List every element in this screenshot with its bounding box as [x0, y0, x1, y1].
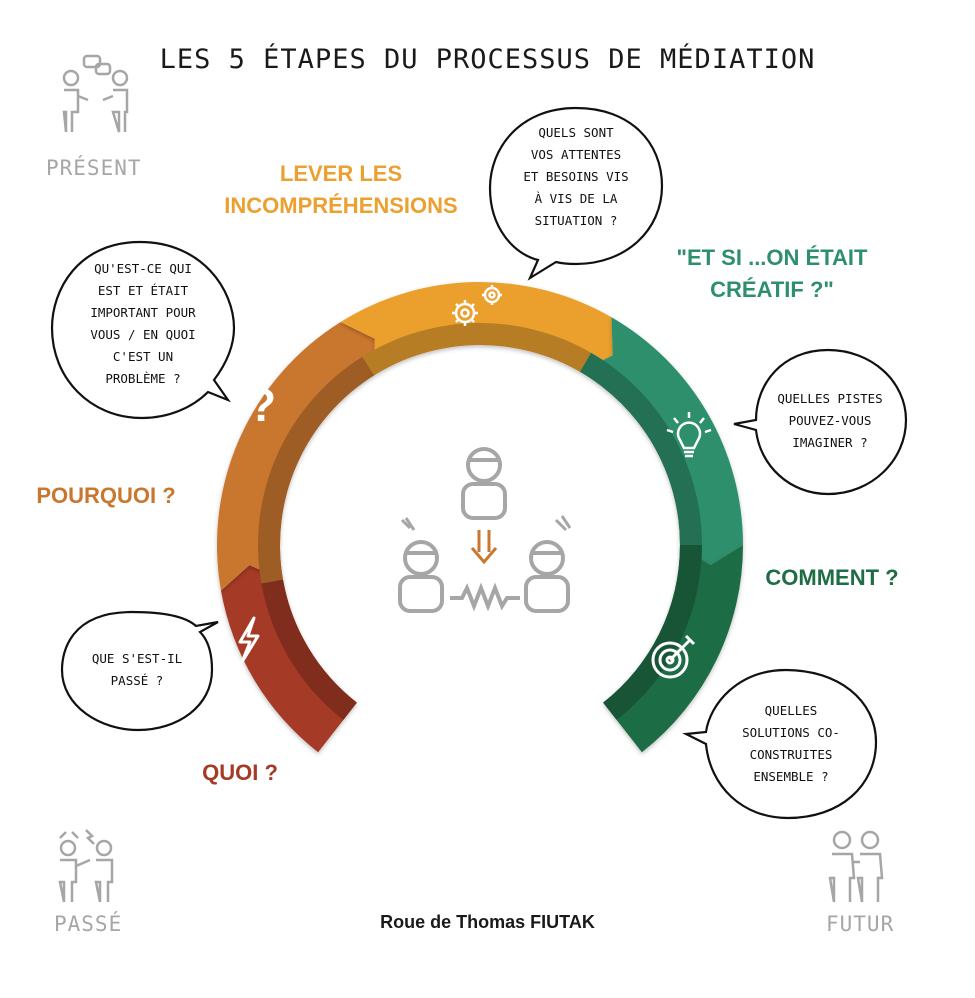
down-arrow-icon	[470, 530, 498, 565]
question-mark-icon: ?	[248, 379, 276, 431]
target-icon	[651, 634, 696, 679]
lightbulb-icon	[666, 412, 712, 458]
time-label-futur: FUTUR	[826, 912, 895, 936]
stage-label-creatif: "ET SI ...ON ÉTAIT CRÉATIF ?"	[676, 245, 868, 302]
time-label-passe: PASSÉ	[54, 912, 123, 936]
stage-label-comment: COMMENT ?	[765, 565, 899, 590]
lightning-icon	[238, 616, 260, 664]
past-people-icon	[58, 829, 114, 903]
center-people-icon	[398, 447, 572, 613]
gears-icon	[452, 285, 502, 326]
segment-quoi	[220, 565, 357, 753]
segment-comment-shade	[603, 545, 702, 720]
present-people-icon	[62, 54, 129, 133]
bubble-creatif	[733, 348, 908, 496]
svg-text:?: ?	[248, 379, 276, 431]
wheel-segments	[216, 282, 743, 753]
segment-lever-shade	[362, 323, 591, 376]
bubble-quoi	[60, 610, 219, 732]
bubble-comment	[682, 668, 878, 820]
bubble-lever	[488, 106, 664, 281]
question-quoi: QUE S'EST-IL PASSÉ ?	[91, 651, 183, 688]
future-people-icon	[828, 830, 884, 903]
question-comment: QUELLES SOLUTIONS CO- CONSTRUITES ENSEMB…	[742, 703, 840, 784]
stage-label-lever: LEVER LES INCOMPRÉHENSIONS	[224, 161, 458, 218]
credit-text: Roue de Thomas FIUTAK	[380, 912, 595, 932]
bubble-pourquoi	[50, 240, 236, 420]
question-lever: QUELS SONT VOS ATTENTES ET BESOINS VIS À…	[523, 125, 629, 228]
speech-bubbles	[50, 106, 908, 820]
time-label-present: PRÉSENT	[46, 156, 142, 180]
stage-label-pourquoi: POURQUOI ?	[36, 483, 176, 508]
question-pourquoi: QU'EST-CE QUI EST ET ÉTAIT IMPORTANT POU…	[90, 261, 196, 386]
segment-creatif-shade	[580, 352, 702, 545]
segment-pourquoi-shade	[258, 356, 375, 584]
question-creatif: QUELLES PISTES POUVEZ-VOUS IMAGINER ?	[777, 391, 883, 450]
stage-label-quoi: QUOI ?	[202, 760, 278, 785]
diagram-title: LES 5 ÉTAPES DU PROCESSUS DE MÉDIATION	[159, 44, 816, 75]
segment-quoi-shade	[261, 579, 357, 720]
